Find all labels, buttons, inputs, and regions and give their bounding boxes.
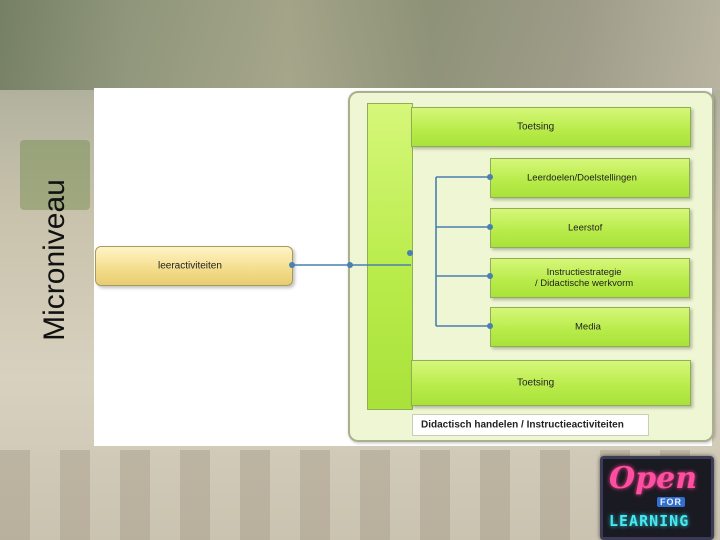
bottom-band-toetsing: Toetsing xyxy=(411,360,691,406)
box-instructiestrategie-line1: Instructiestrategie xyxy=(546,267,622,278)
caption-label: Didactisch handelen / Instructieactivite… xyxy=(421,419,624,431)
logo-word-open: Open xyxy=(609,461,698,496)
logo-word-learning: LEARNING xyxy=(609,512,690,530)
node-leeractiviteiten: leeractiviteiten xyxy=(95,246,293,286)
connector-dot-left xyxy=(289,262,295,268)
box-media-label: Media xyxy=(575,321,601,333)
box-leerstof-label: Leerstof xyxy=(568,222,603,234)
logo-word-for: FOR xyxy=(657,497,685,507)
connector-dot-bar xyxy=(407,250,413,256)
vertical-bar xyxy=(367,103,413,410)
background-sign xyxy=(20,140,90,210)
open-for-learning-logo: Open FOR LEARNING xyxy=(600,456,714,540)
caption-didactisch-handelen: Didactisch handelen / Instructieactivite… xyxy=(412,414,649,436)
connector-dot-media xyxy=(487,323,493,329)
connector-dot-leerdoelen xyxy=(487,174,493,180)
top-band-toetsing: Toetsing xyxy=(411,107,691,147)
box-leerdoelen: Leerdoelen/Doelstellingen xyxy=(490,158,690,198)
connector-dot-mid xyxy=(347,262,353,268)
box-instructiestrategie-line2: / Didactische werkvorm xyxy=(535,278,634,289)
background-audience xyxy=(0,0,720,90)
node-leeractiviteiten-label: leeractiviteiten xyxy=(158,260,222,272)
box-leerdoelen-label: Leerdoelen/Doelstellingen xyxy=(527,172,637,184)
box-media: Media xyxy=(490,307,690,347)
box-leerstof: Leerstof xyxy=(490,208,690,248)
box-instructiestrategie-label: Instructiestrategie / Didactische werkvo… xyxy=(535,267,633,289)
top-band-label: Toetsing xyxy=(517,121,555,133)
connector-dot-instructie xyxy=(487,273,493,279)
bottom-band-label: Toetsing xyxy=(517,377,555,389)
connector-dot-leerstof xyxy=(487,224,493,230)
